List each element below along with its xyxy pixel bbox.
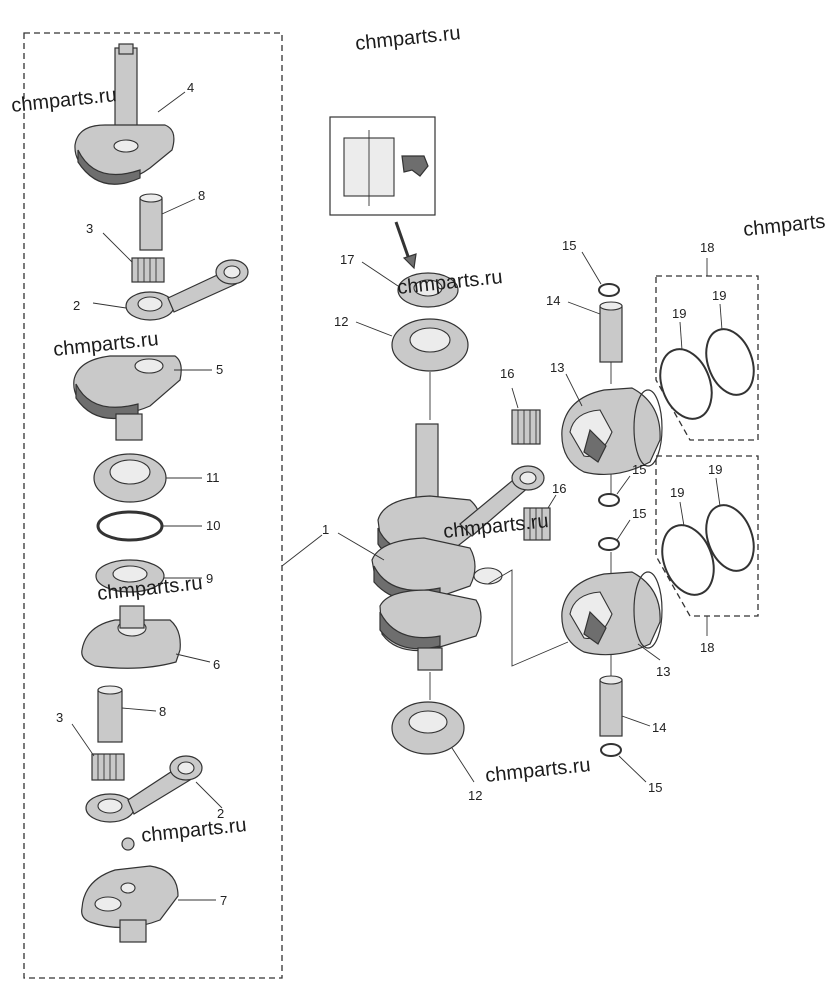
part-13-piston-lower [561,571,663,656]
label-19-d: 19 [708,462,722,477]
label-6: 6 [213,657,220,672]
watermark-text: chmparts.ru [484,754,591,787]
part-3-needle-bearing-lower [91,753,125,781]
label-13-upper: 13 [550,360,564,375]
label-8-upper: 8 [198,188,205,203]
part-15-circlip-1 [598,283,620,297]
group-box-connector [281,534,323,567]
label-18-upper: 18 [700,240,714,255]
label-3-lower: 3 [56,710,63,725]
part-5-crank-web-middle [73,355,182,441]
part-2-connecting-rod-lower [85,755,203,823]
label-15-d: 15 [648,780,662,795]
label-9: 9 [206,571,213,586]
label-2-upper: 2 [73,298,80,313]
label-12-lower: 12 [468,788,482,803]
label-16-lower: 16 [552,481,566,496]
label-3-upper: 3 [86,221,93,236]
exploded-crankshaft-group-box [23,32,283,979]
part-14-piston-pin-lower [599,675,623,737]
part-17-oil-seal-upper [397,272,459,308]
part-8-crank-pin-lower [97,685,123,743]
part-15-circlip-4 [600,743,622,757]
part-14-piston-pin-upper [599,301,623,363]
label-16-upper: 16 [500,366,514,381]
label-5: 5 [216,362,223,377]
part-2-connecting-rod-upper [125,259,249,321]
part-9-oil-seal [95,559,165,593]
label-15-a: 15 [562,238,576,253]
label-7: 7 [220,893,227,908]
label-14-lower: 14 [652,720,666,735]
label-18-lower: 18 [700,640,714,655]
part-12-ball-bearing-upper [391,318,469,372]
label-19-c: 19 [670,485,684,500]
part-10-ring [96,510,164,542]
part-18-ring-set-upper-box [655,275,759,441]
label-17: 17 [340,252,354,267]
label-19-b: 19 [712,288,726,303]
label-1: 1 [322,522,329,537]
label-13-lower: 13 [656,664,670,679]
watermark-text: chmparts.ru [354,22,461,55]
label-15-c: 15 [632,506,646,521]
label-11: 11 [206,470,220,485]
watermark-text: chmparts.ru [10,84,117,117]
label-4: 4 [187,80,194,95]
part-7-crank-web-lower [81,837,179,943]
part-8-crank-pin-upper [139,193,163,251]
part-13-piston-upper [561,387,663,476]
part-12-ball-bearing-lower [391,701,465,755]
label-14-upper: 14 [546,293,560,308]
part-11-ball-bearing-middle [93,453,167,503]
part-15-circlip-2 [598,493,620,507]
part-1-crankshaft-assembly [371,423,503,671]
label-8-lower: 8 [159,704,166,719]
part-1-upper-rod [459,465,545,537]
part-18-ring-set-lower-box [655,455,759,617]
watermark-text: chmparts [742,210,826,240]
label-12-upper: 12 [334,314,348,329]
part-16-needle-bearing-lower [523,507,551,541]
part-4-crank-web-upper [74,43,175,185]
inset-pointer-arrow [394,221,412,263]
label-2-lower: 2 [217,806,224,821]
part-3-needle-bearing-upper [131,257,165,283]
seal-detail-inset [329,116,436,216]
part-15-circlip-3 [598,537,620,551]
label-15-b: 15 [632,462,646,477]
part-6-crank-web-lower-middle [81,605,181,669]
label-10: 10 [206,518,220,533]
part-16-needle-bearing-upper [511,409,541,445]
label-19-a: 19 [672,306,686,321]
watermark-text: chmparts.ru [140,814,247,847]
